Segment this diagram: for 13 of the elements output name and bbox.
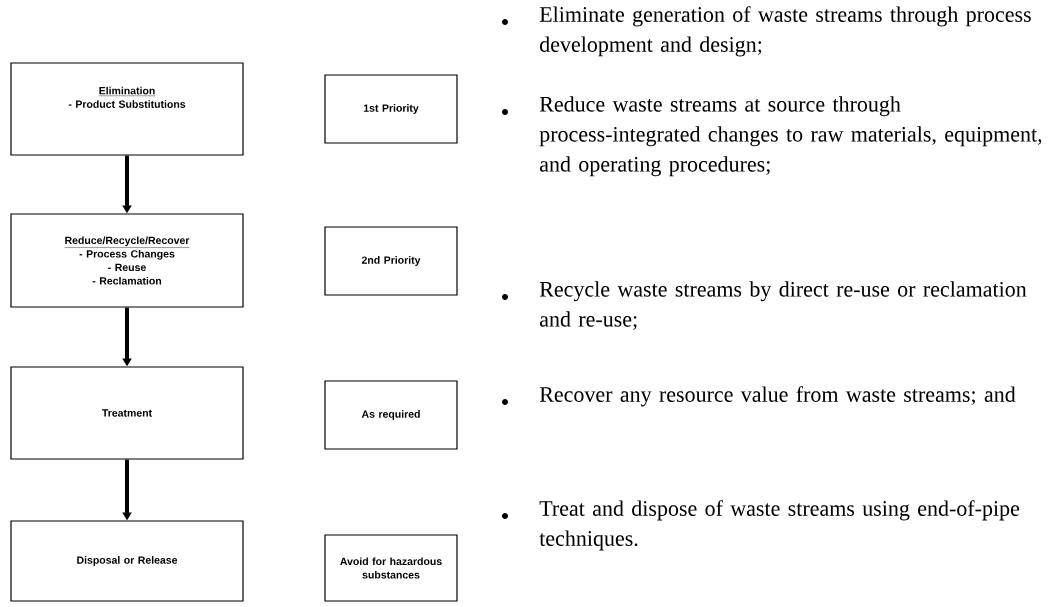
process-box: Disposal or Release bbox=[10, 520, 244, 602]
bullet-text: Treat and dispose of waste streams using end-of-pipe techniques. bbox=[539, 500, 1020, 551]
bullet-text: Reduce waste streams at source through process-integrated changes to raw materials, equipment, and operating procedures; bbox=[539, 96, 1042, 177]
process-box: Treatment bbox=[10, 366, 244, 460]
process-box: Elimination - Product Substitutions bbox=[10, 62, 244, 156]
priority-box: Avoid for hazardous substances bbox=[324, 534, 458, 602]
bullet-text: Eliminate generation of waste streams through process development and design; bbox=[539, 6, 1031, 57]
bullet-text: Recover any resource value from waste streams; and bbox=[539, 386, 1016, 407]
process-box: Reduce/Recycle/Recover - Process Changes - Reuse - Reclamation bbox=[10, 213, 244, 308]
priority-box: As required bbox=[324, 380, 458, 450]
priority-box: 1st Priority bbox=[324, 74, 458, 144]
priority-box: 2nd Priority bbox=[324, 226, 458, 296]
bullet-text: Recycle waste streams by direct re-use or reclamation and re-use; bbox=[539, 281, 1027, 330]
